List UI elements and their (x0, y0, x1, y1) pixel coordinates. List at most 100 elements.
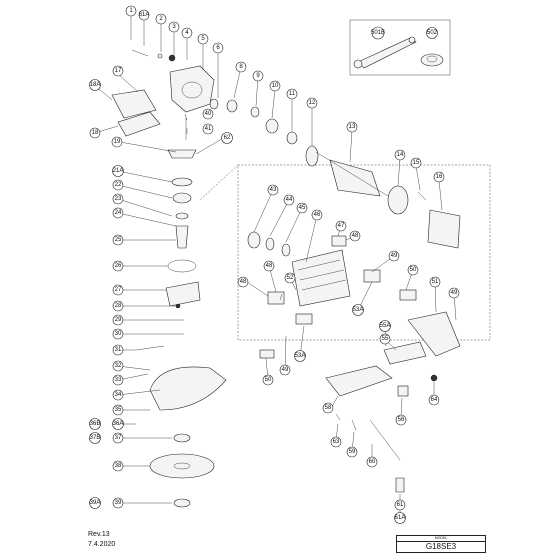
callout-59: 59 (349, 449, 356, 455)
callout-19: 19 (114, 139, 121, 145)
ball-bearing-8 (226, 99, 238, 113)
callout-50-upper: 50 (410, 267, 417, 273)
gear-cover-boss (181, 81, 203, 99)
lock-56-shape (397, 385, 409, 397)
callout-23: 23 (115, 196, 122, 202)
callout-15: 15 (413, 160, 420, 166)
callout-8: 8 (239, 64, 243, 70)
ring-44 (265, 237, 275, 251)
callout-47: 47 (338, 223, 345, 229)
side-handle-shape (111, 89, 157, 119)
stator-16-shape (427, 209, 461, 249)
callout-13: 13 (349, 124, 356, 130)
callout-49-lower: 49 (282, 367, 289, 373)
gear-cover-shape (169, 65, 215, 113)
callout-52: 52 (287, 275, 294, 281)
ball-bearing-10 (265, 118, 279, 134)
callout-51: 51 (432, 279, 439, 285)
plate-47-shape (331, 235, 347, 247)
switch-50-shape (399, 289, 417, 301)
callout-62: 61A (139, 12, 150, 18)
plug-61-shape (395, 477, 405, 493)
callout-63: 63 (333, 439, 340, 445)
model-title-block: MODEL G18SE3 (396, 535, 486, 553)
screw-2-shape (157, 53, 163, 59)
packing-gland-27-shape (165, 281, 201, 307)
callout-28: 28 (115, 303, 122, 309)
callout-37: 37 (115, 435, 122, 441)
wrench-pin-b (408, 36, 416, 44)
spindle-25-shape (175, 225, 189, 249)
wheel-guard-seal (171, 177, 193, 187)
callout-26: 26 (115, 263, 122, 269)
callout-53a-upper: 53A (353, 307, 364, 313)
callout-36a: 36A (113, 421, 124, 427)
wheel-washer-39-shape (173, 498, 191, 508)
screw-28-shape (175, 303, 181, 309)
armature-shaft (315, 151, 389, 197)
callout-21a: 21A (113, 168, 124, 174)
callout-34: 34 (115, 392, 122, 398)
bearing-6-shape (209, 98, 219, 110)
switch-55-shape (383, 341, 427, 365)
callout-44: 44 (286, 197, 293, 203)
callout-16: 16 (436, 174, 443, 180)
motor-assembly-outline (237, 164, 491, 341)
ball-bearing-9 (250, 106, 260, 118)
washer-24-shape (175, 212, 189, 220)
terminal-50-lower-shape (259, 349, 275, 359)
callout-39a: 39A (90, 500, 101, 506)
accessory-box (349, 19, 451, 76)
callout-24: 24 (115, 210, 122, 216)
fan-14-shape (387, 185, 409, 215)
callout-501b: 501B (371, 30, 385, 36)
wheel-38-hub (173, 462, 191, 470)
callout-62a: 62 (224, 135, 231, 141)
callout-33: 33 (115, 377, 122, 383)
model-name: G18SE3 (425, 542, 457, 551)
cord-guard-59-shape (351, 419, 357, 431)
callout-43: 43 (270, 187, 277, 193)
callout-31: 31 (115, 347, 122, 353)
callout-12: 12 (309, 100, 316, 106)
cord-clip-63-shape (335, 413, 341, 421)
armature-13-shape (329, 159, 381, 197)
callout-53a-lower: 53A (295, 353, 306, 359)
callout-48-left: 48 (240, 279, 247, 285)
wheel-38-shape (149, 453, 215, 479)
callout-25: 25 (115, 237, 122, 243)
callout-61: 61 (397, 502, 404, 508)
callout-14: 14 (397, 152, 404, 158)
callout-18: 18 (92, 130, 99, 136)
brush-holder-48-shape (267, 291, 285, 305)
callout-55: 55 (382, 336, 389, 342)
callout-41: 41 (205, 126, 212, 132)
callout-48-upper: 48 (352, 233, 359, 239)
bearing-23-shape (172, 192, 192, 204)
callout-40: 40 (205, 111, 212, 117)
model-header: MODEL (397, 536, 485, 542)
callout-502: 502 (427, 30, 438, 36)
callout-6: 6 (216, 45, 220, 51)
gasket-26-shape (167, 259, 197, 273)
wrench-501b-shape (357, 37, 417, 69)
callout-17: 17 (115, 68, 122, 74)
motor-assembly-lead (199, 164, 239, 201)
handle-58-shape (325, 365, 393, 397)
wrench-pin-a (353, 59, 363, 69)
brush-53a-lower-shape (295, 313, 313, 325)
ring-45 (281, 243, 291, 257)
callout-61a: 61A (395, 515, 406, 521)
callout-46: 46 (314, 212, 321, 218)
callout-64: 64 (431, 397, 438, 403)
callout-18a: 18A (90, 82, 101, 88)
callout-32: 32 (115, 363, 122, 369)
flange-502-shape (420, 53, 444, 67)
callout-56: 56 (398, 417, 405, 423)
callout-4: 4 (185, 30, 189, 36)
callout-58: 58 (325, 405, 332, 411)
callout-38: 38 (115, 463, 122, 469)
housing-46-grid (297, 259, 347, 291)
callout-55a: 55A (380, 323, 391, 329)
